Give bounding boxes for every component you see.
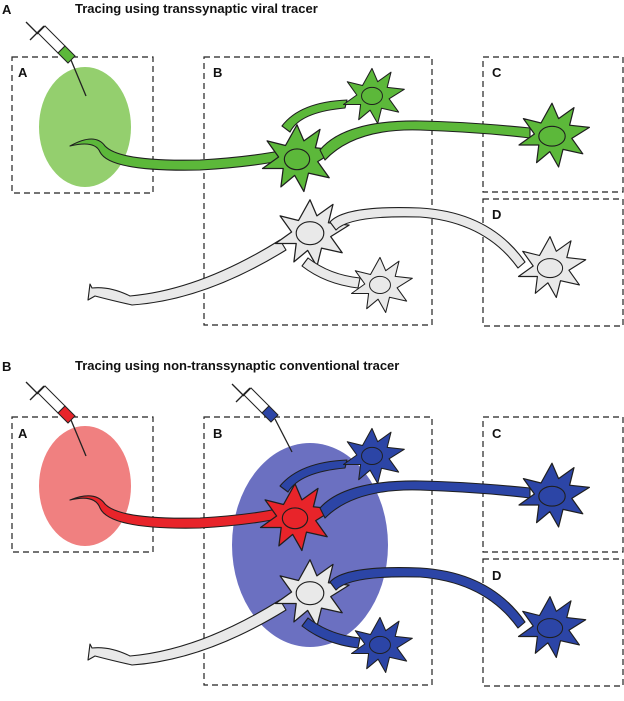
injection-site-green (39, 67, 131, 187)
neuron-grey-b-lower (350, 256, 413, 314)
panel-b-title: Tracing using non-transsynaptic conventi… (75, 358, 399, 373)
region-b-label: B (213, 65, 222, 80)
region-b-label-2: B (213, 426, 222, 441)
region-b-box-2 (203, 416, 433, 686)
panel-a: A Tracing using transsynaptic viral trac… (2, 1, 624, 327)
region-d-label-2: D (492, 568, 501, 583)
region-a-box (11, 56, 154, 194)
dendrite-green-b-upper (281, 99, 348, 133)
dendrite-grey-b-lower (301, 257, 361, 289)
dendrite-blue-b-upper (279, 459, 348, 493)
axon-grey-to-b-2 (87, 599, 287, 666)
panel-b: B Tracing using non-transsynaptic conven… (2, 358, 624, 687)
neuron-grey-b-2 (274, 559, 350, 628)
axon-green-b-to-c (319, 120, 531, 161)
neuron-grey-d (517, 236, 587, 299)
panel-a-letter: A (2, 2, 12, 17)
injection-site-red (39, 426, 131, 546)
neuron-blue-d (517, 596, 587, 659)
neuron-blue-b-lower (350, 616, 413, 674)
syringe-icon (25, 381, 87, 457)
neuron-green-b-upper (342, 67, 405, 125)
region-d-label: D (492, 207, 501, 222)
neuron-red-b (259, 483, 335, 552)
neuron-green-c (518, 102, 591, 168)
neuron-blue-b-upper (342, 427, 405, 485)
axon-grey-to-b (87, 239, 287, 306)
region-a-box-2 (11, 416, 154, 553)
region-a-label-2: A (18, 426, 28, 441)
syringe-icon (25, 21, 87, 97)
region-a-label: A (18, 65, 28, 80)
region-d-box (482, 198, 624, 327)
panel-a-title: Tracing using transsynaptic viral tracer (75, 1, 318, 16)
panel-b-letter: B (2, 359, 11, 374)
region-c-label: C (492, 65, 502, 80)
axon-blue-b-to-d (329, 567, 526, 629)
axon-grey-b-to-d (329, 207, 526, 269)
neuron-blue-c (518, 462, 591, 528)
region-b-box (203, 56, 433, 326)
syringe-icon (231, 383, 293, 453)
region-d-box-2 (482, 558, 624, 687)
neuron-green-b-main (261, 124, 337, 193)
region-c-label-2: C (492, 426, 502, 441)
dendrite-blue-b-lower (301, 617, 361, 649)
neuron-grey-b-main (274, 199, 350, 268)
